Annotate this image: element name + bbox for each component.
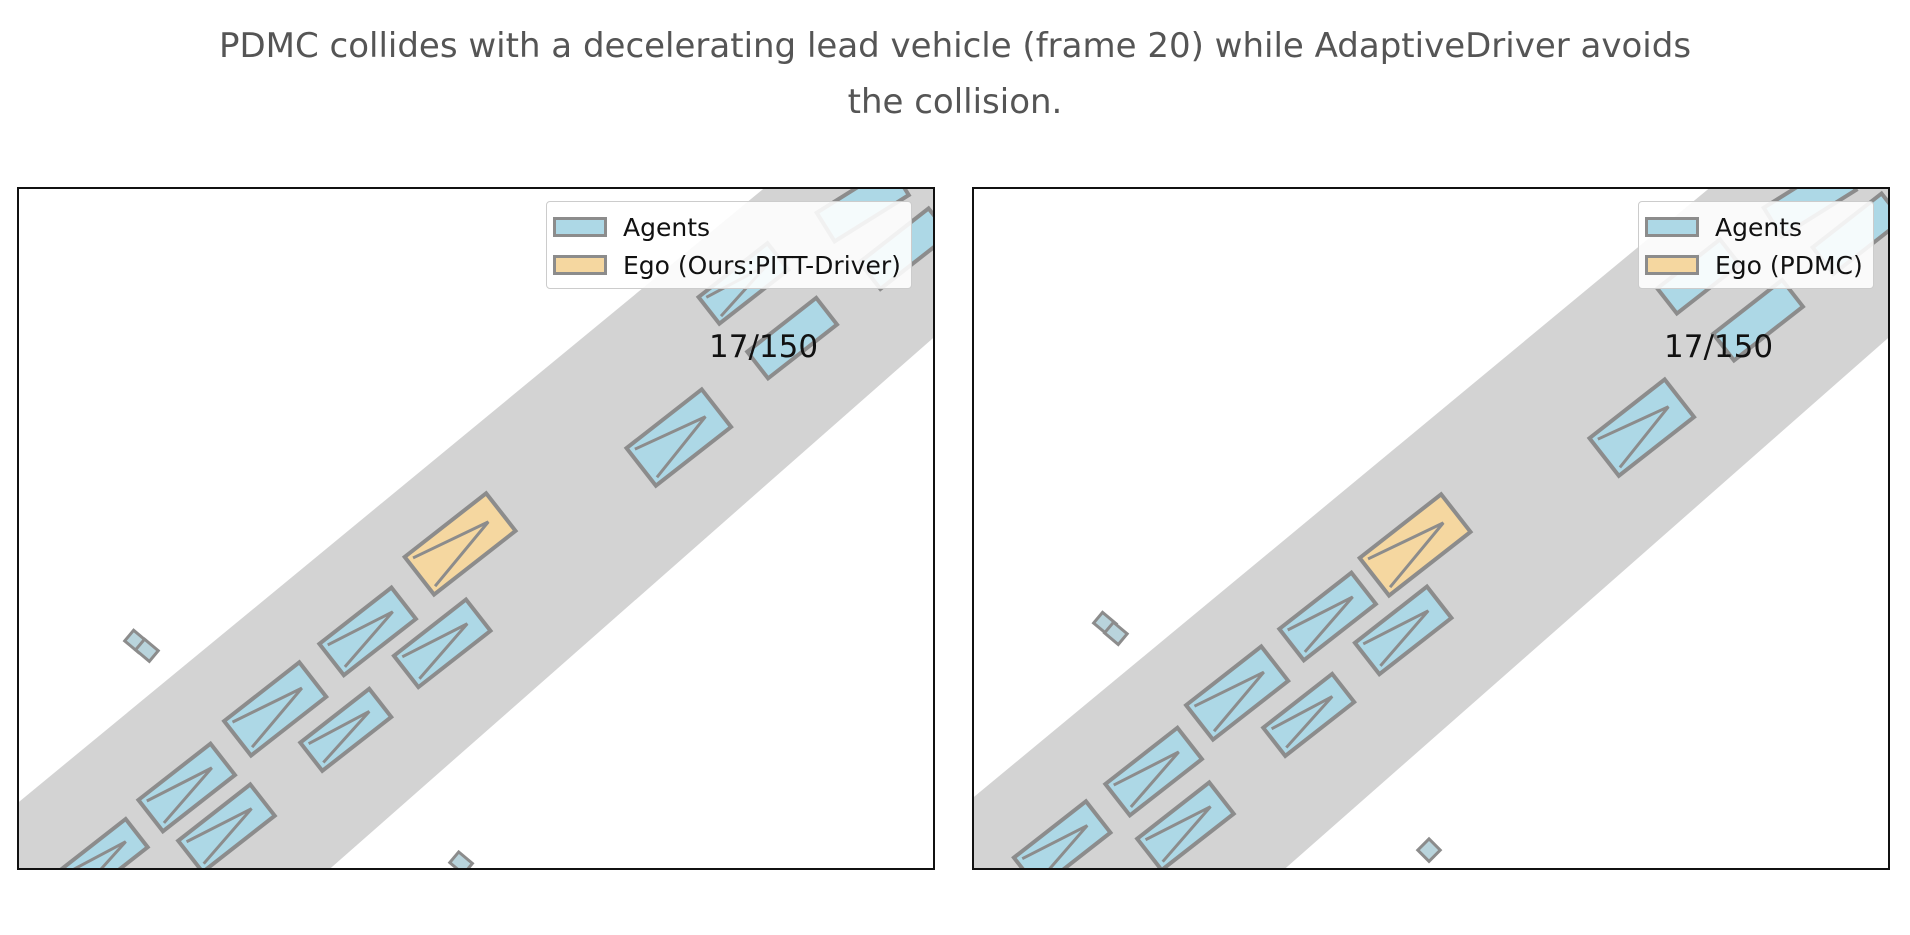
legend-label-agents: Agents bbox=[1715, 212, 1803, 242]
caption-line-2: the collision. bbox=[847, 82, 1063, 122]
legend-item-ego: Ego (PDMC) bbox=[1645, 246, 1863, 284]
legend-item-agents: Agents bbox=[553, 208, 901, 246]
agent-vehicle bbox=[1011, 798, 1114, 868]
legend: Agents Ego (PDMC) bbox=[1638, 201, 1874, 289]
agent-vehicle bbox=[221, 659, 330, 759]
legend-label-agents: Agents bbox=[623, 212, 711, 242]
agent-vehicle bbox=[1586, 376, 1697, 479]
panel-pdmc: Agents Ego (PDMC) 17/150 bbox=[972, 187, 1890, 870]
agent-vehicle bbox=[175, 781, 278, 868]
ego-vehicle bbox=[401, 490, 519, 598]
agent-vehicle bbox=[53, 816, 151, 868]
agent-vehicle bbox=[316, 584, 419, 679]
agent-vehicle bbox=[135, 740, 238, 835]
figure-caption: PDMC collides with a decelerating lead v… bbox=[0, 18, 1910, 130]
agent-vehicle bbox=[1134, 779, 1237, 868]
agent-vehicle bbox=[623, 386, 734, 489]
agent-vehicle bbox=[1276, 569, 1379, 664]
panel-pitt-driver: Agents Ego (Ours:PITT-Driver) 17/150 bbox=[17, 187, 935, 870]
agent-vehicle bbox=[1102, 724, 1205, 819]
legend-item-agents: Agents bbox=[1645, 208, 1863, 246]
legend-label-ego: Ego (PDMC) bbox=[1715, 250, 1863, 280]
caption-line-1: PDMC collides with a decelerating lead v… bbox=[218, 26, 1692, 66]
scene-left bbox=[19, 189, 933, 868]
legend-label-ego: Ego (Ours:PITT-Driver) bbox=[623, 250, 901, 280]
legend: Agents Ego (Ours:PITT-Driver) bbox=[546, 201, 912, 289]
ego-vehicle bbox=[1356, 491, 1474, 599]
pedestrian-marker bbox=[1102, 620, 1130, 647]
agents-swatch bbox=[1645, 217, 1699, 237]
pedestrian-marker bbox=[133, 637, 161, 664]
frame-counter: 17/150 bbox=[709, 329, 819, 365]
agents-swatch bbox=[553, 217, 607, 237]
legend-item-ego: Ego (Ours:PITT-Driver) bbox=[553, 246, 901, 284]
agent-vehicle bbox=[1183, 643, 1292, 743]
agent-vehicle bbox=[297, 685, 395, 774]
agent-vehicle bbox=[1260, 671, 1357, 759]
agent-vehicle bbox=[1710, 277, 1806, 364]
agent-vehicle bbox=[1352, 583, 1455, 678]
pedestrian-marker bbox=[1415, 836, 1443, 864]
pedestrian-marker bbox=[447, 849, 475, 868]
scene-right bbox=[974, 189, 1888, 868]
frame-counter: 17/150 bbox=[1664, 329, 1774, 365]
ego-swatch bbox=[553, 255, 607, 275]
agent-vehicle bbox=[391, 596, 494, 690]
ego-swatch bbox=[1645, 255, 1699, 275]
agent-vehicle bbox=[744, 295, 840, 382]
